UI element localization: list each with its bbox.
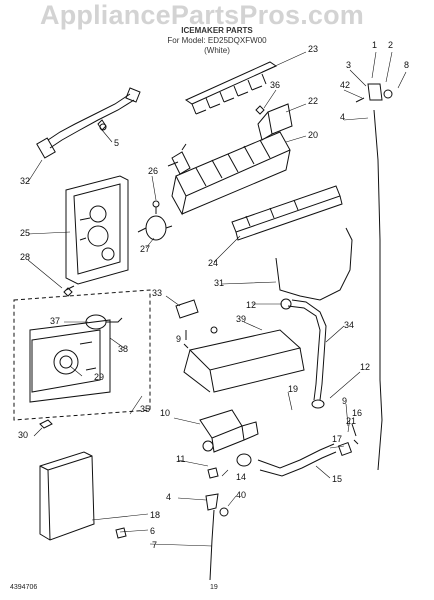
callout-20: 20 bbox=[308, 130, 318, 140]
fill-tube bbox=[287, 305, 321, 401]
callout-21: 21 bbox=[346, 416, 356, 426]
callout-7: 7 bbox=[152, 540, 157, 550]
watermark-text: AppliancePartsPros.com bbox=[40, 0, 365, 30]
callout-42: 42 bbox=[340, 80, 350, 90]
callout-25: 25 bbox=[20, 228, 30, 238]
callout-17: 17 bbox=[332, 434, 342, 444]
callout-24: 24 bbox=[208, 258, 218, 268]
callout-34: 34 bbox=[344, 320, 354, 330]
color-variant: (White) bbox=[204, 46, 230, 55]
callout-40: 40 bbox=[236, 490, 246, 500]
callout-5: 5 bbox=[114, 138, 119, 148]
document-number: 4394706 bbox=[10, 584, 38, 591]
model-line: For Model: ED25DQXFW00 bbox=[167, 36, 267, 45]
motor bbox=[145, 215, 167, 241]
callout-31: 31 bbox=[214, 278, 224, 288]
callout-16: 16 bbox=[352, 408, 362, 418]
callout-11: 11 bbox=[176, 454, 185, 464]
callout-18: 18 bbox=[150, 510, 160, 520]
water-valve bbox=[199, 409, 243, 439]
callout-10: 10 bbox=[160, 408, 170, 418]
callout-38: 38 bbox=[118, 344, 128, 354]
callout-3: 3 bbox=[346, 60, 351, 70]
callout-9: 9 bbox=[176, 334, 181, 344]
callout-39: 39 bbox=[236, 314, 246, 324]
callout-9: 9 bbox=[342, 396, 347, 406]
callout-28: 28 bbox=[20, 252, 30, 262]
callout-26: 26 bbox=[148, 166, 158, 176]
control-kit-box bbox=[13, 289, 151, 421]
callout-4: 4 bbox=[340, 112, 345, 122]
callout-12: 12 bbox=[360, 362, 370, 372]
wire-harness bbox=[47, 93, 131, 141]
callout-23: 23 bbox=[308, 44, 318, 54]
inlet-tube bbox=[373, 109, 383, 471]
callout-12: 12 bbox=[246, 300, 256, 310]
mold-cover bbox=[267, 103, 293, 135]
ejector-rack bbox=[184, 61, 278, 105]
callout-4: 4 bbox=[166, 492, 171, 502]
diagram-title: ICEMAKER PARTS bbox=[181, 26, 253, 35]
callout-27: 27 bbox=[140, 244, 150, 254]
callout-36: 36 bbox=[270, 80, 280, 90]
callout-2: 2 bbox=[388, 40, 393, 50]
leader-lines bbox=[27, 51, 407, 547]
shutoff-arm bbox=[231, 185, 341, 233]
callout-29: 29 bbox=[94, 372, 104, 382]
callout-8: 8 bbox=[404, 60, 409, 70]
callout-6: 6 bbox=[150, 526, 155, 536]
callout-32: 32 bbox=[20, 176, 30, 186]
callout-14: 14 bbox=[236, 472, 246, 482]
page-number: 19 bbox=[210, 584, 218, 591]
callout-30: 30 bbox=[18, 430, 28, 440]
water-valve-shield bbox=[189, 329, 302, 371]
harness-bracket bbox=[175, 299, 199, 319]
access-cover bbox=[39, 451, 95, 541]
water-tube bbox=[257, 443, 335, 469]
callout-15: 15 bbox=[332, 474, 342, 484]
bail-wire bbox=[275, 227, 353, 301]
callout-33: 33 bbox=[152, 288, 162, 298]
callout-1: 1 bbox=[372, 40, 377, 50]
callout-37: 37 bbox=[50, 316, 60, 326]
supply-line bbox=[209, 509, 215, 581]
callout-19: 19 bbox=[288, 384, 298, 394]
control-housing bbox=[65, 175, 129, 285]
drawing-linework bbox=[13, 61, 393, 581]
callout-35: 35 bbox=[140, 404, 150, 414]
callout-22: 22 bbox=[308, 96, 318, 106]
